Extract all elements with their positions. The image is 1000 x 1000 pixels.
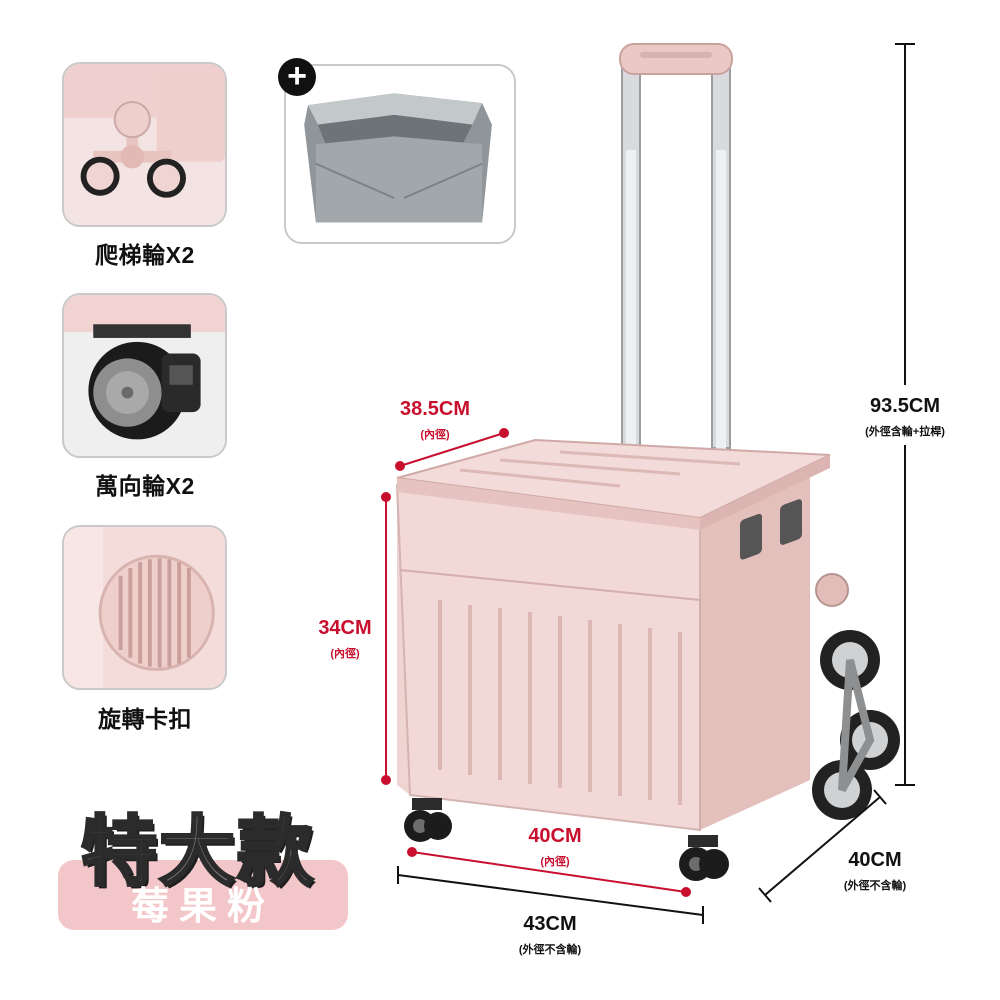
inner-dimension-lines bbox=[381, 428, 691, 897]
front-casters bbox=[404, 798, 729, 881]
swivel-caster-icon bbox=[64, 295, 225, 456]
feature-caption-stair-wheel: 爬梯輪X2 bbox=[95, 242, 195, 268]
stair-climbing-wheels bbox=[812, 630, 900, 820]
dim-top-width-note: (內徑) bbox=[420, 429, 450, 441]
dim-total-height-note: (外徑含輪+拉桿) bbox=[865, 426, 945, 438]
dim-top-width-value: 38.5CM bbox=[399, 398, 471, 420]
latch-thumbnail bbox=[62, 525, 227, 690]
product-title: 特大款 bbox=[80, 809, 315, 897]
dim-outer-width-note: (外徑不含輪) bbox=[843, 880, 907, 892]
dim-total-height-value: 93.5CM bbox=[869, 395, 941, 417]
stair-wheel-thumbnail bbox=[62, 62, 227, 227]
inner-liner-bag-icon bbox=[304, 93, 492, 223]
dim-outer-width-value: 40CM bbox=[848, 849, 902, 871]
rotary-latch-icon bbox=[64, 527, 225, 688]
dim-outer-length-note: (外徑不含輪) bbox=[518, 944, 582, 956]
dim-inner-height-value: 34CM bbox=[318, 617, 372, 639]
cart-box bbox=[395, 438, 849, 832]
liner-thumbnail bbox=[284, 64, 516, 244]
product-badge: 特大款 莓果粉 bbox=[48, 790, 348, 940]
product-color-name: 莓果粉 bbox=[130, 886, 275, 928]
dim-outer-length-value: 43CM bbox=[523, 913, 577, 935]
add-on-plus-badge: + bbox=[278, 58, 316, 96]
dim-inner-length-value: 40CM bbox=[528, 825, 582, 847]
outer-dimension-lines bbox=[397, 43, 915, 924]
feature-caption-latch: 旋轉卡扣 bbox=[98, 706, 192, 732]
dim-inner-length-note: (內徑) bbox=[540, 856, 570, 868]
dim-inner-height-note: (內徑) bbox=[330, 648, 360, 660]
stair-climbing-wheel-icon bbox=[64, 64, 225, 225]
caster-thumbnail bbox=[62, 293, 227, 458]
telescopic-handle bbox=[619, 43, 733, 450]
feature-caption-caster: 萬向輪X2 bbox=[95, 473, 195, 499]
color-pill bbox=[58, 860, 348, 930]
